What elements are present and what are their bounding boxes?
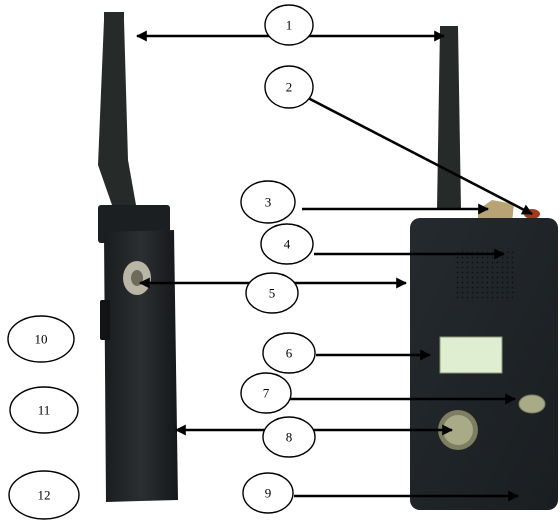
callout-3-label: 3 xyxy=(265,195,272,210)
callouts: 1 2 3 4 5 6 7 xyxy=(7,4,316,520)
callout-8: 8 xyxy=(262,416,316,458)
callout-1-label: 1 xyxy=(286,18,293,33)
callout-11-label: 11 xyxy=(38,403,51,418)
side-key xyxy=(518,394,546,414)
arrow-2 xyxy=(307,96,533,216)
front-antenna xyxy=(437,26,461,210)
side-ptt-button xyxy=(100,300,110,340)
callout-4: 4 xyxy=(260,223,314,265)
callout-8-label: 8 xyxy=(286,430,293,445)
callout-2: 2 xyxy=(264,65,314,109)
callout-12: 12 xyxy=(8,470,80,520)
callout-7-label: 7 xyxy=(263,386,270,401)
callout-12-label: 12 xyxy=(38,488,51,503)
front-view-device xyxy=(410,26,558,510)
callout-10-label: 10 xyxy=(35,332,48,347)
callout-5-label: 5 xyxy=(269,286,276,301)
callout-9: 9 xyxy=(242,472,294,514)
callout-6: 6 xyxy=(262,332,316,374)
callout-4-label: 4 xyxy=(284,237,291,252)
callout-2-label: 2 xyxy=(286,80,293,95)
callout-9-label: 9 xyxy=(265,486,272,501)
side-antenna xyxy=(98,12,136,205)
callout-3: 3 xyxy=(240,180,296,224)
callout-5: 5 xyxy=(245,272,299,314)
callout-1: 1 xyxy=(264,4,314,46)
callout-11: 11 xyxy=(9,386,79,434)
lcd-screen xyxy=(439,336,503,374)
side-body xyxy=(104,230,178,502)
side-view-device xyxy=(98,12,178,502)
arrows xyxy=(135,30,533,502)
ptt-round-button-face xyxy=(443,415,473,445)
callout-10: 10 xyxy=(7,315,75,363)
callout-7: 7 xyxy=(240,372,292,414)
speaker-grille xyxy=(456,248,514,302)
callout-6-label: 6 xyxy=(286,346,293,361)
